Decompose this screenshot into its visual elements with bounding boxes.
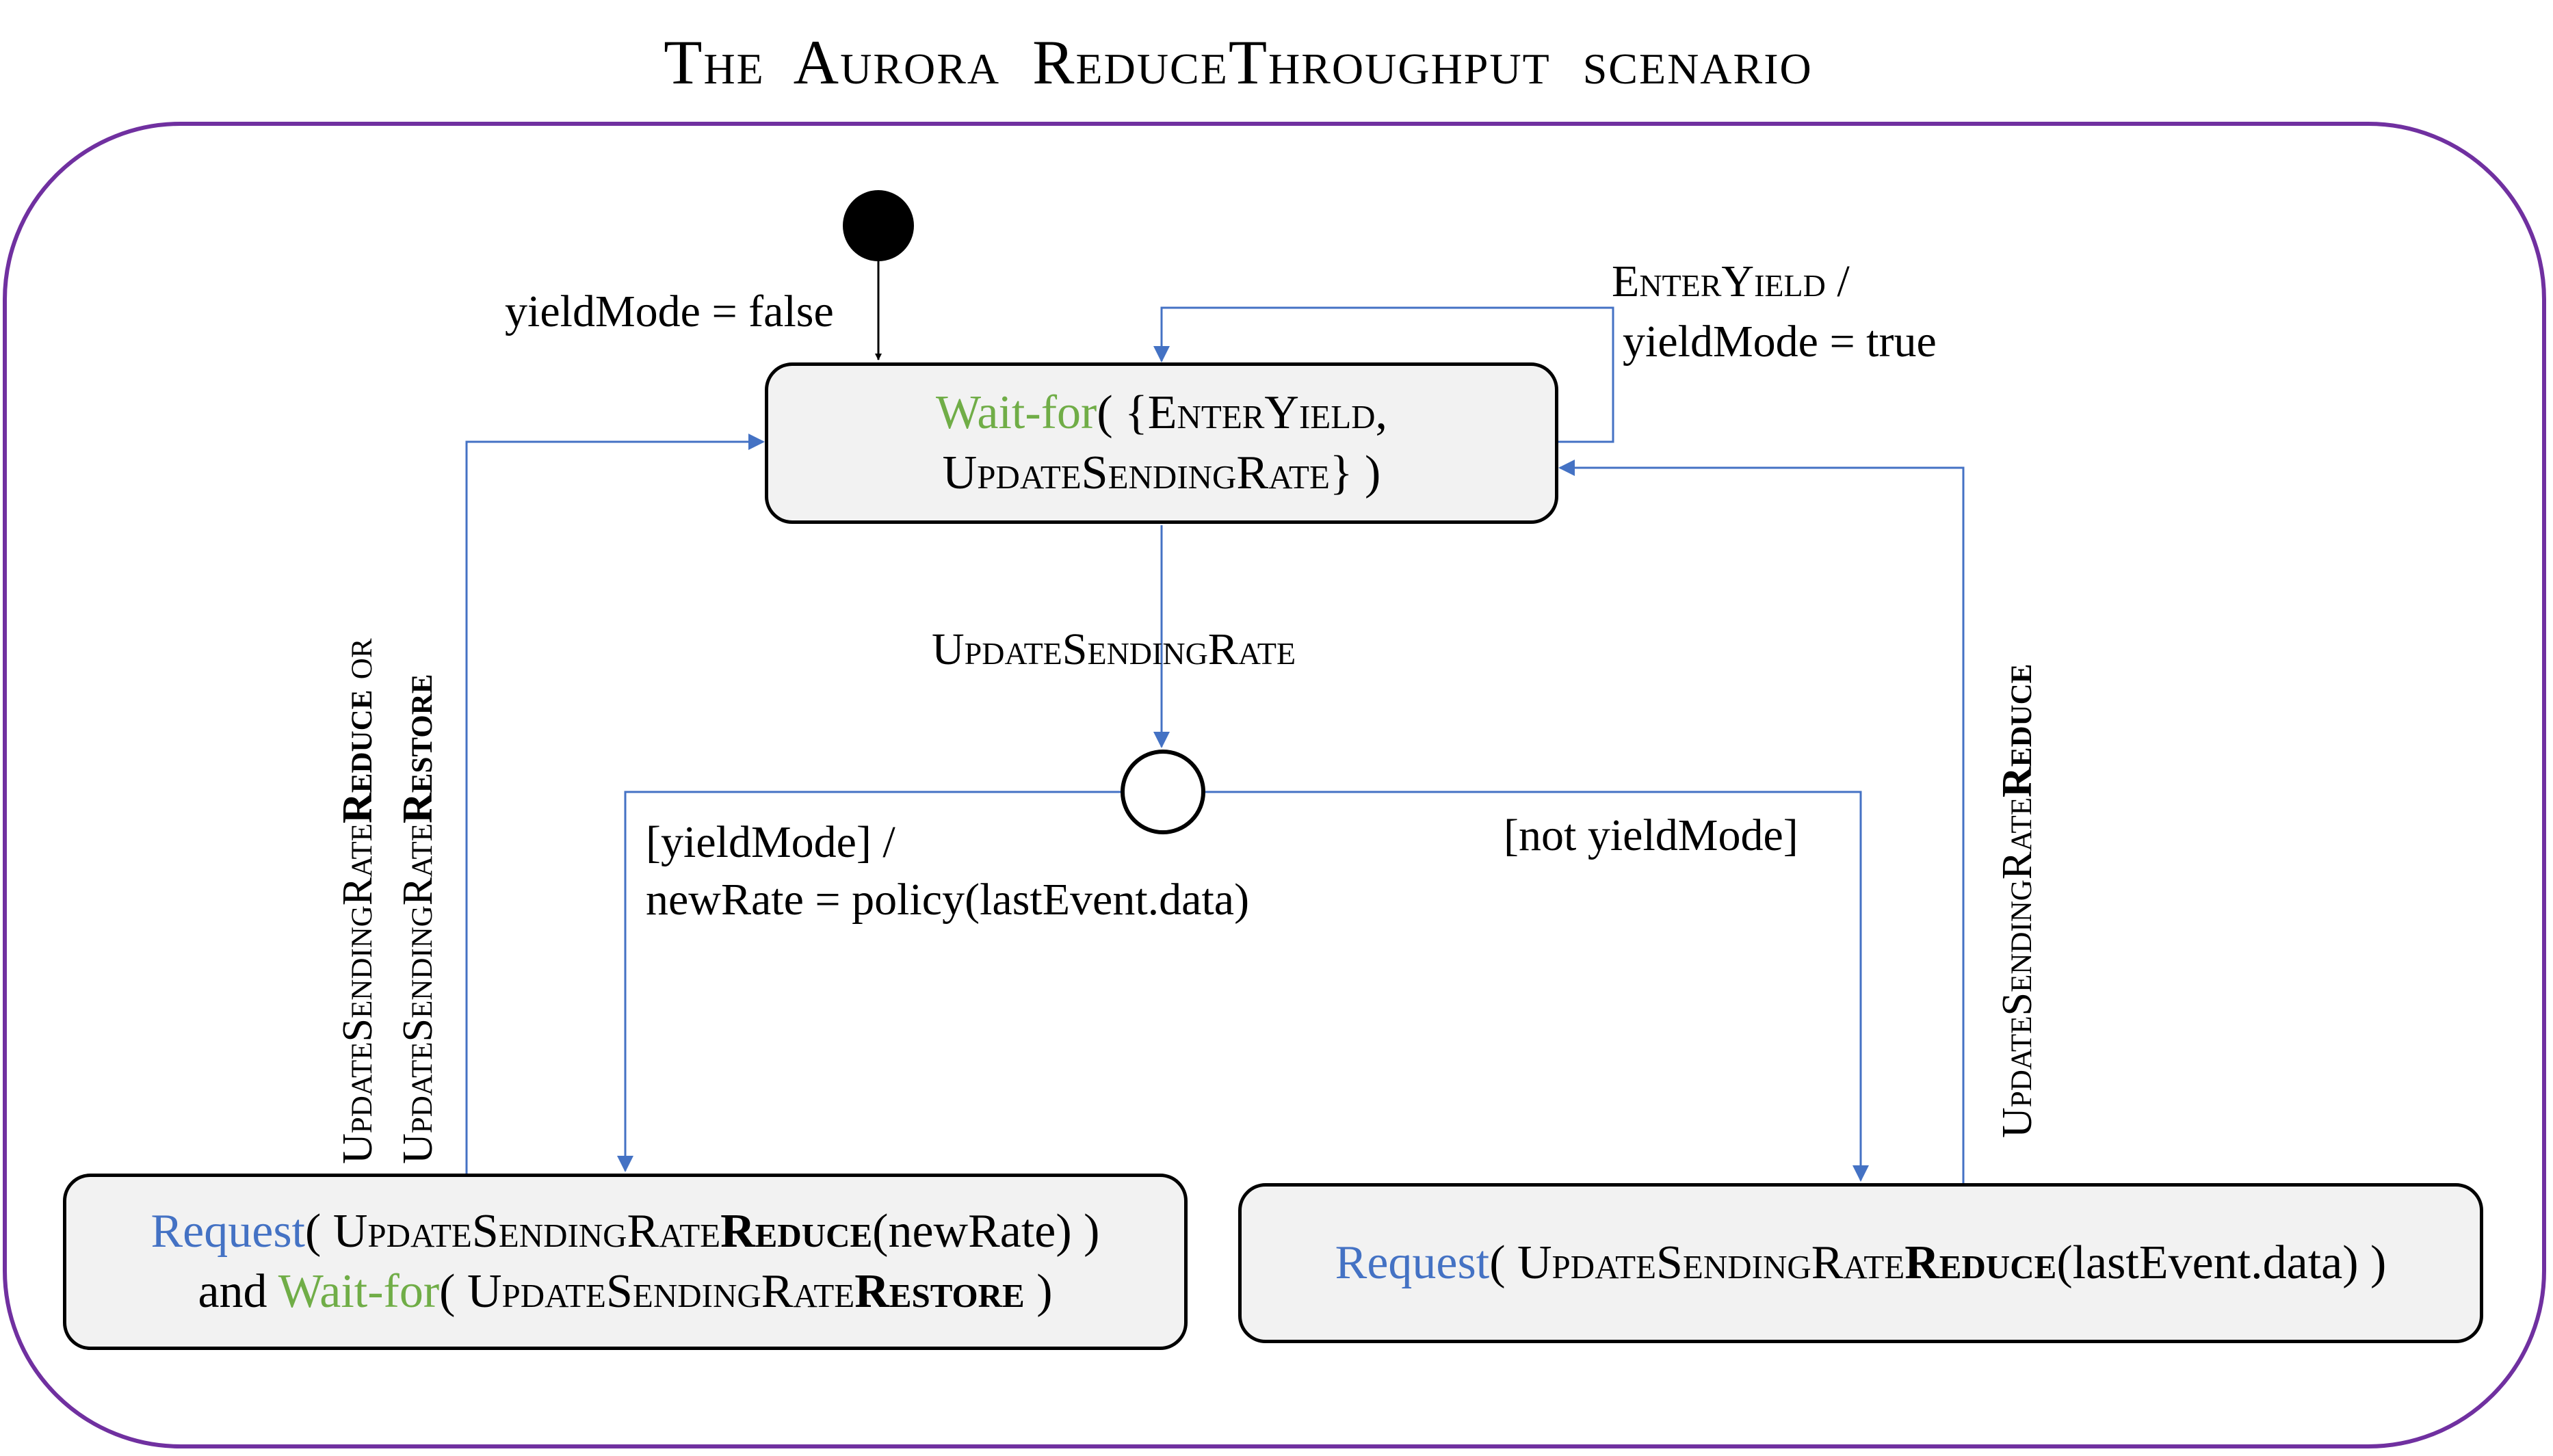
yield-mode-branch-arrow [624, 791, 1121, 1171]
wait-left-event-bold: Restore [854, 1265, 1025, 1318]
request-reduce-and-wait-restore-state: Request( UpdateSendingRateReduce(newRate… [63, 1174, 1188, 1350]
right-return-arrow [1560, 466, 1965, 1183]
request-left-and: and [198, 1265, 278, 1318]
right-return-label: UpdateSendingRateReduce [1994, 663, 2041, 1138]
update-sending-rate-label: UpdateSendingRate [932, 624, 1296, 674]
request-reduce-state: Request( UpdateSendingRateReduce(lastEve… [1238, 1183, 2483, 1343]
request-left-event-bold: Reduce [720, 1205, 873, 1258]
scenario-frame [3, 122, 2546, 1448]
left-return-arrowhead [748, 434, 765, 450]
not-yield-guard-label: [not yieldMode] [1504, 810, 1798, 860]
wait-left-close: ) [1024, 1265, 1053, 1318]
request-right-arg: (lastEvent.data) ) [2056, 1236, 2387, 1289]
diagram-title: The Aurora ReduceThroughput scenario [664, 27, 1813, 97]
request-keyword-left: Request [150, 1205, 306, 1258]
initial-action-label: yieldMode = false [505, 287, 834, 336]
left-return-arrow [465, 440, 763, 1174]
request-right-line: Request( UpdateSendingRateReduce(lastEve… [1335, 1233, 2387, 1293]
wait-for-state-line1: Wait-for( {EnterYield, [936, 383, 1387, 443]
request-left-event: ( UpdateSendingRate [305, 1205, 721, 1258]
update-arrowhead [1153, 732, 1170, 748]
yield-action-label: newRate = policy(lastEvent.data) [646, 875, 1250, 925]
wait-for-state: Wait-for( {EnterYield, UpdateSendingRate… [765, 362, 1558, 524]
choice-node [1121, 750, 1205, 834]
wait-for-events-part2: UpdateSendingRate} ) [942, 447, 1381, 499]
request-right-event: ( UpdateSendingRate [1489, 1236, 1905, 1289]
left-return-label-line1: UpdateSendingRateReduce or [335, 638, 381, 1164]
wait-for-events-part1: ( {EnterYield, [1097, 386, 1388, 439]
enter-yield-action-label: yieldMode = true [1623, 317, 1937, 367]
wait-for-keyword-left: Wait-for [278, 1265, 440, 1318]
yield-branch-arrowhead [617, 1156, 633, 1172]
wait-left-event: ( UpdateSendingRate [439, 1265, 855, 1318]
not-yield-mode-branch-arrow [1205, 791, 1862, 1180]
initial-state-node [843, 190, 914, 261]
request-right-event-bold: Reduce [1904, 1236, 2057, 1289]
request-left-arg: (newRate) ) [872, 1205, 1100, 1258]
yield-guard-label: [yieldMode] / [646, 817, 895, 867]
request-keyword-right: Request [1335, 1236, 1490, 1289]
enter-yield-arrowhead [1153, 346, 1170, 362]
enter-yield-self-loop-arrow [1160, 306, 1614, 443]
right-return-arrowhead [1558, 460, 1575, 476]
enter-yield-event-label: EnterYield / [1612, 256, 1850, 306]
left-return-label-line2: UpdateSendingRateRestore [395, 674, 441, 1164]
request-left-line1: Request( UpdateSendingRateReduce(newRate… [150, 1202, 1099, 1262]
request-left-line2: and Wait-for( UpdateSendingRateRestore ) [198, 1262, 1052, 1322]
not-yield-branch-arrowhead [1852, 1165, 1869, 1182]
wait-for-keyword: Wait-for [935, 386, 1097, 439]
